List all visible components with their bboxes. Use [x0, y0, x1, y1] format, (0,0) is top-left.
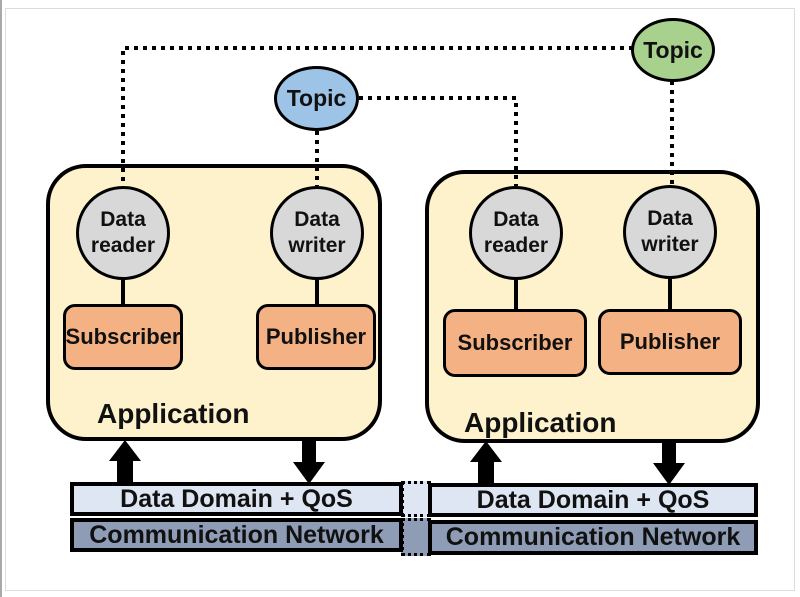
- data-reader-left-line1: Data: [100, 208, 146, 231]
- arrow-down-right: [653, 440, 685, 485]
- application-label-left: Application: [97, 398, 250, 429]
- data-reader-right-line1: Data: [493, 208, 539, 231]
- subscriber-box-right: Subscriber: [443, 309, 587, 377]
- data-reader-left: Data reader: [76, 186, 170, 280]
- communication-network-bar-right: Communication Network: [428, 520, 758, 555]
- arrow-down-left: [293, 438, 325, 484]
- communication-network-bar-left: Communication Network: [70, 518, 403, 552]
- page-left-edge: [0, 0, 2, 597]
- arrow-up-left: [109, 440, 141, 484]
- data-writer-left-line1: Data: [294, 208, 340, 231]
- data-writer-right: Data writer: [623, 185, 717, 279]
- arrow-up-right: [470, 441, 502, 485]
- topic-green: Topic: [631, 18, 715, 82]
- publisher-box-left: Publisher: [256, 304, 376, 370]
- data-reader-left-line2: reader: [90, 234, 156, 257]
- data-domain-bar-right: Data Domain + QoS: [428, 483, 758, 517]
- data-reader-right: Data reader: [469, 186, 563, 280]
- network-bridge: [401, 518, 431, 556]
- data-reader-right-line2: reader: [483, 234, 549, 257]
- data-writer-left-line2: writer: [288, 234, 346, 257]
- data-domain-bar-left: Data Domain + QoS: [70, 482, 403, 516]
- data-writer-right-line1: Data: [647, 207, 693, 230]
- subscriber-box-left: Subscriber: [63, 304, 183, 370]
- data-writer-right-line2: writer: [641, 233, 699, 256]
- data-domain-bridge: [401, 481, 431, 517]
- topic-blue: Topic: [274, 66, 359, 131]
- topic-green-label: Topic: [643, 36, 703, 63]
- publisher-box-right: Publisher: [598, 309, 742, 375]
- topic-blue-label: Topic: [286, 85, 347, 111]
- application-label-right: Application: [464, 407, 617, 438]
- data-writer-left: Data writer: [270, 186, 364, 280]
